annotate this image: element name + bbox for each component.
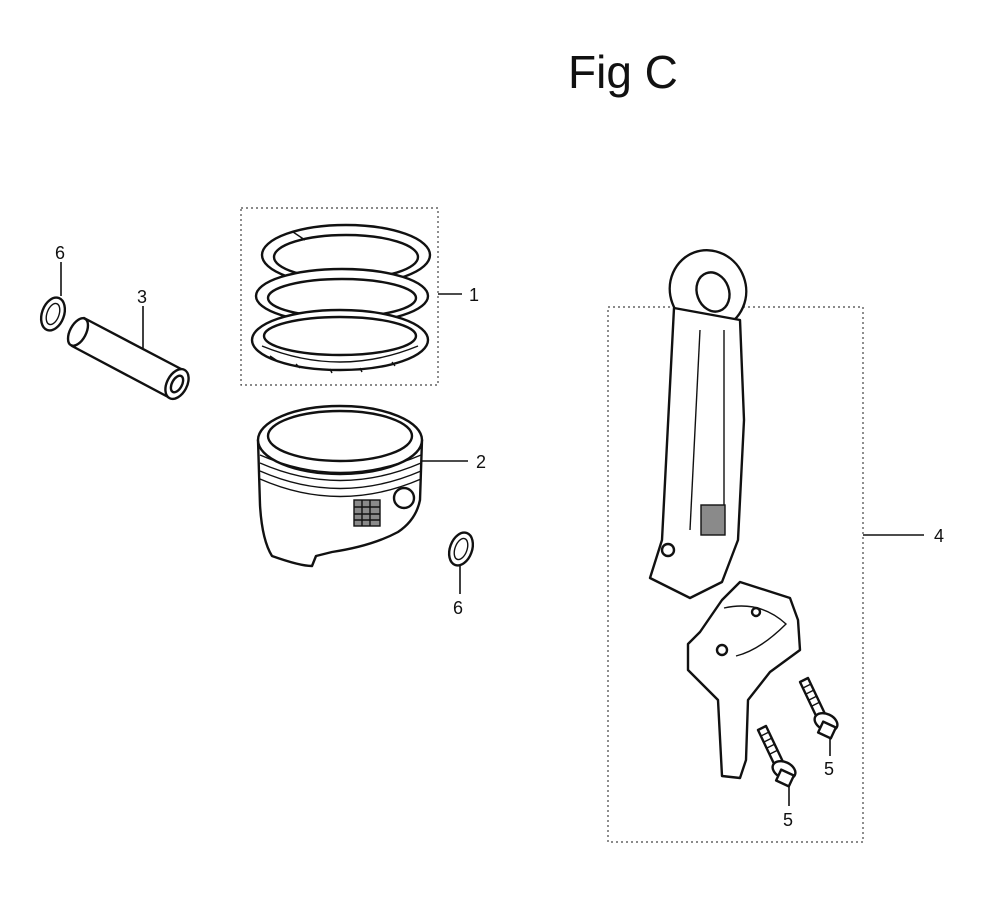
callout-3: 3 — [137, 287, 147, 307]
piston-pin-icon — [66, 316, 190, 401]
callout-6-left: 6 — [55, 243, 65, 263]
callout-2: 2 — [476, 452, 486, 472]
callout-5-bottom: 5 — [783, 810, 793, 830]
figure-title: Fig C — [568, 46, 678, 98]
rod-bolt-icon — [798, 676, 839, 740]
callout-4: 4 — [934, 526, 944, 546]
callout-1: 1 — [469, 285, 479, 305]
pin-clip-icon — [39, 296, 67, 332]
connecting-rod-icon — [648, 249, 802, 780]
piston-icon — [256, 404, 424, 568]
pin-clip-icon — [447, 531, 475, 567]
callout-5-right: 5 — [824, 759, 834, 779]
rod-bolt-icon — [756, 724, 797, 788]
piston-ring-set-icon — [240, 207, 439, 386]
callout-6-right: 6 — [453, 598, 463, 618]
